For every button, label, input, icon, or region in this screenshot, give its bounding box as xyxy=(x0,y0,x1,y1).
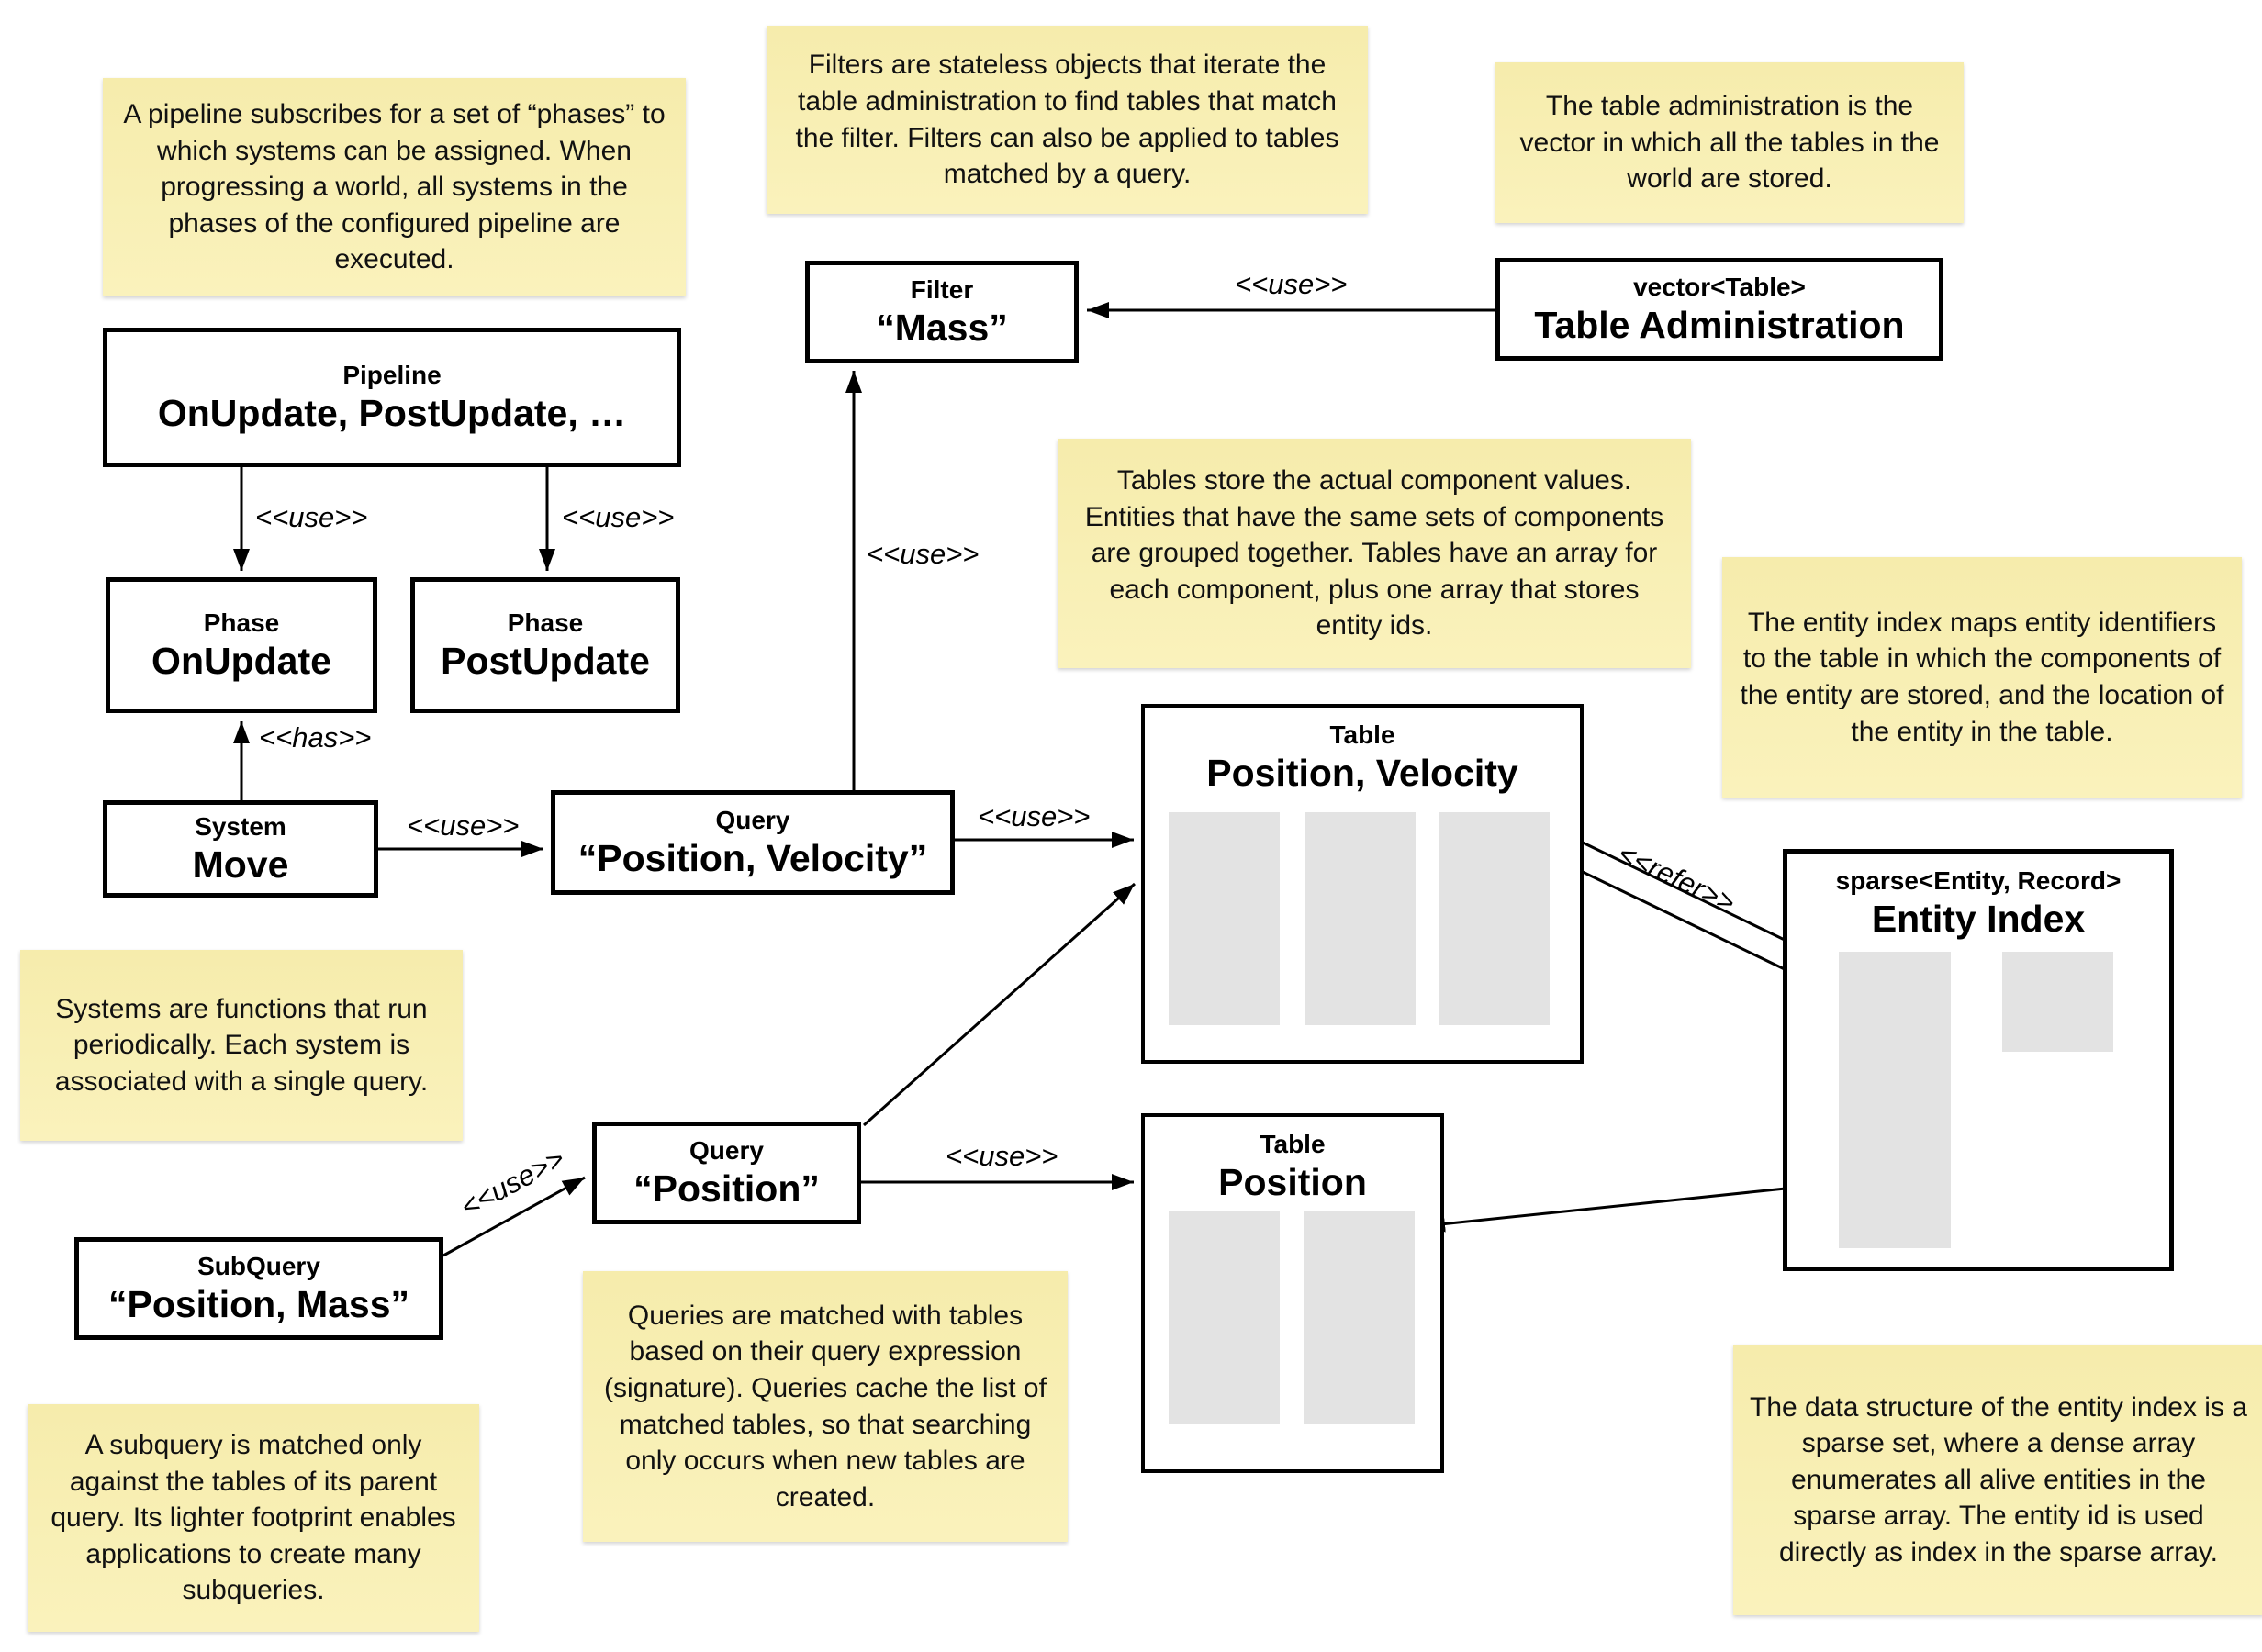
node-name-label: Entity Index xyxy=(1871,898,2086,940)
node-name-label: “Mass” xyxy=(876,306,1008,349)
entity-id-array-column xyxy=(1304,1211,1415,1424)
note-systems: Systems are functions that run periodica… xyxy=(20,950,463,1141)
node-entity-index: sparse<Entity, Record> Entity Index xyxy=(1783,849,2174,1271)
note-subquery: A subquery is matched only against the t… xyxy=(28,1404,479,1632)
node-type-label: Query xyxy=(715,805,790,834)
node-type-label: Phase xyxy=(203,608,280,637)
node-type-label: Table xyxy=(1329,720,1395,749)
note-queries: Queries are matched with tables based on… xyxy=(583,1271,1068,1542)
component-array-column xyxy=(1169,812,1280,1025)
node-type-label: Phase xyxy=(507,608,584,637)
edge-label-use: <<use>> xyxy=(455,1142,570,1223)
note-tables: Tables store the actual component values… xyxy=(1058,439,1691,668)
node-query-position-velocity: Query “Position, Velocity” xyxy=(551,790,955,895)
edge-label-use: <<use>> xyxy=(255,501,368,533)
entity-id-array-column xyxy=(1439,812,1550,1025)
node-subquery-position-mass: SubQuery “Position, Mass” xyxy=(74,1237,443,1340)
edge-label-use: <<use>> xyxy=(978,800,1091,832)
note-entity-index: The entity index maps entity identifiers… xyxy=(1722,557,2242,798)
node-name-label: “Position, Mass” xyxy=(107,1282,410,1325)
edge-label-use: <<use>> xyxy=(1235,268,1348,300)
node-type-label: Query xyxy=(689,1135,764,1165)
node-type-label: Table xyxy=(1260,1130,1326,1158)
component-array-column xyxy=(1305,812,1416,1025)
edge-label-use: <<use>> xyxy=(562,501,675,533)
note-pipeline: A pipeline subscribes for a set of “phas… xyxy=(103,78,686,296)
edge-label-use: <<use>> xyxy=(867,538,980,570)
node-pipeline: Pipeline OnUpdate, PostUpdate, … xyxy=(103,328,681,467)
node-table-position-velocity: Table Position, Velocity xyxy=(1141,704,1584,1064)
dense-array-block xyxy=(2002,952,2113,1052)
node-name-label: PostUpdate xyxy=(441,639,650,682)
node-type-label: Pipeline xyxy=(342,360,442,389)
node-name-label: Position xyxy=(1218,1161,1367,1203)
note-table-administration: The table administration is the vector i… xyxy=(1495,62,1964,223)
note-filters: Filters are stateless objects that itera… xyxy=(767,26,1368,214)
node-table-administration: vector<Table> Table Administration xyxy=(1495,258,1943,361)
edge-entityindex-tablepos xyxy=(1422,1181,1840,1233)
node-query-position: Query “Position” xyxy=(592,1122,861,1224)
node-type-label: System xyxy=(195,811,286,841)
node-type-label: vector<Table> xyxy=(1633,272,1806,301)
node-type-label: sparse<Entity, Record> xyxy=(1835,866,2122,895)
component-array-column xyxy=(1169,1211,1280,1424)
note-sparse-set: The data structure of the entity index i… xyxy=(1733,1345,2262,1615)
node-phase-postupdate: Phase PostUpdate xyxy=(410,577,680,713)
node-system-move: System Move xyxy=(103,800,378,898)
sparse-array-column xyxy=(1839,952,1951,1248)
node-name-label: Position, Velocity xyxy=(1206,752,1518,794)
edge-label-use: <<use>> xyxy=(946,1140,1058,1172)
node-name-label: “Position, Velocity” xyxy=(577,836,928,879)
node-name-label: “Position” xyxy=(633,1166,820,1210)
edge-label-has: <<has>> xyxy=(259,721,372,753)
node-phase-onupdate: Phase OnUpdate xyxy=(106,577,377,713)
node-name-label: Table Administration xyxy=(1534,303,1905,346)
node-name-label: OnUpdate xyxy=(151,639,331,682)
node-type-label: Filter xyxy=(910,274,974,304)
edge-label-use: <<use>> xyxy=(407,809,520,842)
edge-querypos-tablepv xyxy=(863,882,1136,1127)
node-name-label: OnUpdate, PostUpdate, … xyxy=(157,391,627,434)
node-type-label: SubQuery xyxy=(197,1251,320,1280)
node-name-label: Move xyxy=(192,843,289,886)
edge-label-refer: <<refer>> xyxy=(1613,837,1741,920)
node-filter-mass: Filter “Mass” xyxy=(805,261,1079,363)
node-table-position: Table Position xyxy=(1141,1113,1444,1473)
